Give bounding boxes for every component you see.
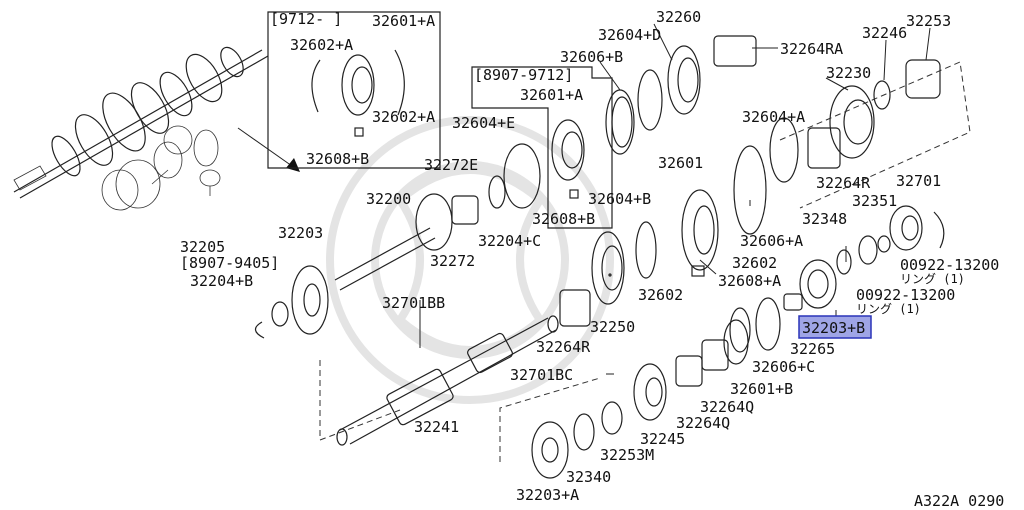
callout-32253[interactable]: 32253 <box>906 12 951 30</box>
callout-32246[interactable]: 32246 <box>862 24 907 42</box>
main-shaft <box>336 273 612 446</box>
callout-32604A[interactable]: 32604+A <box>742 108 805 126</box>
inset-range-9712: [9712- ] <box>270 10 342 28</box>
callout-32601A-top[interactable]: 32601+A <box>372 12 435 30</box>
callout-32608A[interactable]: 32608+A <box>718 272 781 290</box>
callout-32272[interactable]: 32272 <box>430 252 475 270</box>
callout-32604E[interactable]: 32604+E <box>452 114 515 132</box>
callout-32608B-a[interactable]: 32608+B <box>306 150 369 168</box>
callout-32602A-b[interactable]: 32602+A <box>372 108 435 126</box>
reference-lines <box>319 61 971 462</box>
callout-32230[interactable]: 32230 <box>826 64 871 82</box>
callout-32241[interactable]: 32241 <box>414 418 459 436</box>
callout-32608B-b[interactable]: 32608+B <box>532 210 595 228</box>
callout-32204C[interactable]: 32204+C <box>478 232 541 250</box>
callout-32253M[interactable]: 32253M <box>600 446 654 464</box>
callout-32260[interactable]: 32260 <box>656 8 701 26</box>
callout-32606C[interactable]: 32606+C <box>752 358 815 376</box>
inset-box-8907-9712 <box>471 66 613 229</box>
callout-32245[interactable]: 32245 <box>640 430 685 448</box>
callout-32264RA[interactable]: 32264RA <box>780 40 843 58</box>
callout-32602-b[interactable]: 32602 <box>638 286 683 304</box>
upper-gear-train <box>254 35 941 339</box>
callout-32250[interactable]: 32250 <box>590 318 635 336</box>
callout-32351[interactable]: 32351 <box>852 192 897 210</box>
callout-32200[interactable]: 32200 <box>366 190 411 208</box>
diagram-code: A322A 0290 <box>914 492 1004 510</box>
inset-range-8907-9712: [8907-9712] <box>474 66 573 84</box>
assembled-gearset-illustration <box>13 46 269 211</box>
inset-box-9712 <box>267 11 441 169</box>
callout-32601[interactable]: 32601 <box>658 154 703 172</box>
callout-labels: 32260 32253 32604+D 32246 32264RA 32606+… <box>180 8 1004 510</box>
callout-32264R-a[interactable]: 32264R <box>816 174 871 192</box>
callout-32606A[interactable]: 32606+A <box>740 232 803 250</box>
callout-32265[interactable]: 32265 <box>790 340 835 358</box>
callout-32203[interactable]: 32203 <box>278 224 323 242</box>
lower-gear-train <box>531 307 751 479</box>
callout-32340[interactable]: 32340 <box>566 468 611 486</box>
callout-32701BC[interactable]: 32701BC <box>510 366 573 384</box>
exploded-view-arrow <box>237 127 300 172</box>
callout-00922-b[interactable]: 00922-13200 <box>856 286 955 304</box>
callout-32203B[interactable]: 32203+B <box>802 319 865 337</box>
callout-32272E[interactable]: 32272E <box>424 156 478 174</box>
callout-32264R-b[interactable]: 32264R <box>536 338 591 356</box>
callout-32601A-mid[interactable]: 32601+A <box>520 86 583 104</box>
callout-32264Q-a[interactable]: 32264Q <box>700 398 754 416</box>
callout-32606B[interactable]: 32606+B <box>560 48 623 66</box>
highlighted-part-32203B[interactable] <box>798 315 872 339</box>
callout-32604B[interactable]: 32604+B <box>588 190 651 208</box>
inset-range-8907-9405: [8907-9405] <box>180 254 279 272</box>
callout-32604D[interactable]: 32604+D <box>598 26 661 44</box>
callout-32602A-a[interactable]: 32602+A <box>290 36 353 54</box>
callout-32348[interactable]: 32348 <box>802 210 847 228</box>
callout-32601B[interactable]: 32601+B <box>730 380 793 398</box>
watermark-emblem <box>326 116 614 404</box>
ring-qty-a: リング (1) <box>900 272 965 286</box>
callout-32701[interactable]: 32701 <box>896 172 941 190</box>
callout-32264Q-b[interactable]: 32264Q <box>676 414 730 432</box>
callout-32203A[interactable]: 32203+A <box>516 486 579 504</box>
callout-32204B[interactable]: 32204+B <box>190 272 253 290</box>
ring-qty-b: リング (1) <box>856 302 921 316</box>
callout-32602-a[interactable]: 32602 <box>732 254 777 272</box>
callout-00922-a[interactable]: 00922-13200 <box>900 256 999 274</box>
callout-32701BB[interactable]: 32701BB <box>382 294 445 312</box>
callout-32205[interactable]: 32205 <box>180 238 225 256</box>
